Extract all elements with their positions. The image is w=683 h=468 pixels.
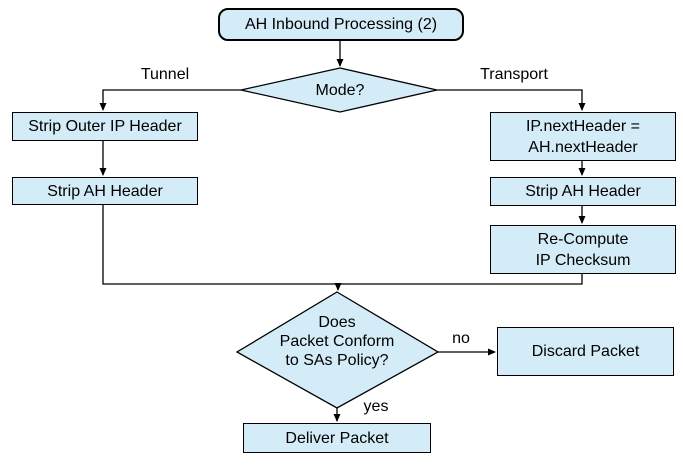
edge-label-no: no (452, 330, 470, 347)
node-deliver-packet: Deliver Packet (243, 423, 431, 453)
node-recompute-ip-checksum: Re-Compute IP Checksum (490, 225, 676, 274)
node-discard-packet: Discard Packet (497, 327, 674, 376)
policy-decision-label: Does Packet Conform to SAs Policy? (242, 313, 432, 370)
edge-mode-tunnel (99, 89, 241, 111)
mode-decision-label: Mode? (280, 81, 400, 100)
edge-stripah-to-merge (102, 205, 338, 285)
node-start-label: AH Inbound Processing (2) (244, 16, 438, 33)
node-label: Mode? (315, 82, 365, 99)
edge-label-yes: yes (363, 398, 389, 415)
node-label-line: IP.nextHeader = (525, 117, 640, 135)
edge-label-transport: Transport (480, 66, 548, 83)
node-label-line: Packet Conform (279, 333, 395, 350)
node-strip-ah-header-tunnel: Strip AH Header (12, 177, 198, 205)
node-label-line: Does (318, 314, 356, 331)
node-label: Deliver Packet (285, 429, 389, 447)
edge-recompute-to-merge (338, 274, 583, 285)
node-start: AH Inbound Processing (2) (218, 8, 464, 41)
node-label: Strip AH Header (525, 183, 641, 200)
node-label: Strip Outer IP Header (28, 118, 182, 135)
node-label-line: Re-Compute (537, 230, 629, 248)
node-label: Strip AH Header (47, 182, 163, 200)
edge-mode-transport (437, 89, 586, 111)
edge-label-tunnel: Tunnel (140, 66, 190, 83)
node-label-line: to SAs Policy? (285, 352, 389, 369)
mode-decision-shape (240, 67, 438, 113)
node-label-line: IP Checksum (535, 251, 631, 269)
node-strip-ah-header-transport: Strip AH Header (490, 177, 676, 206)
node-ip-next-header: IP.nextHeader = AH.nextHeader (490, 112, 676, 161)
node-label: Discard Packet (531, 343, 640, 360)
node-strip-outer-ip-header: Strip Outer IP Header (12, 112, 198, 141)
node-label-line: AH.nextHeader (528, 138, 638, 156)
